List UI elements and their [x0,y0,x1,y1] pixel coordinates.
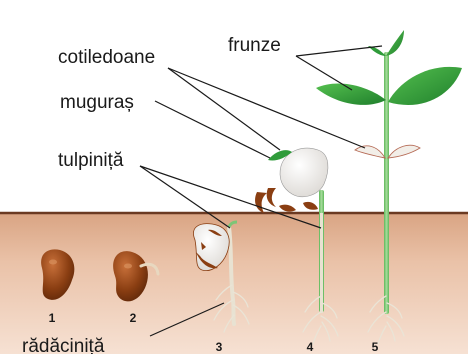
stage-number-1: 1 [49,311,56,325]
label-bud: muguraș [60,92,134,113]
stage-number-5: 5 [372,340,379,354]
label-cotyledons: cotiledoane [58,47,155,68]
label-leaves: frunze [228,35,281,56]
label-stem: tulpiniță [58,150,124,171]
label-root: rădăciniță [22,336,105,354]
stage-number-3: 3 [216,340,223,354]
stage-number-4: 4 [307,340,314,354]
stage-number-2: 2 [130,311,137,325]
